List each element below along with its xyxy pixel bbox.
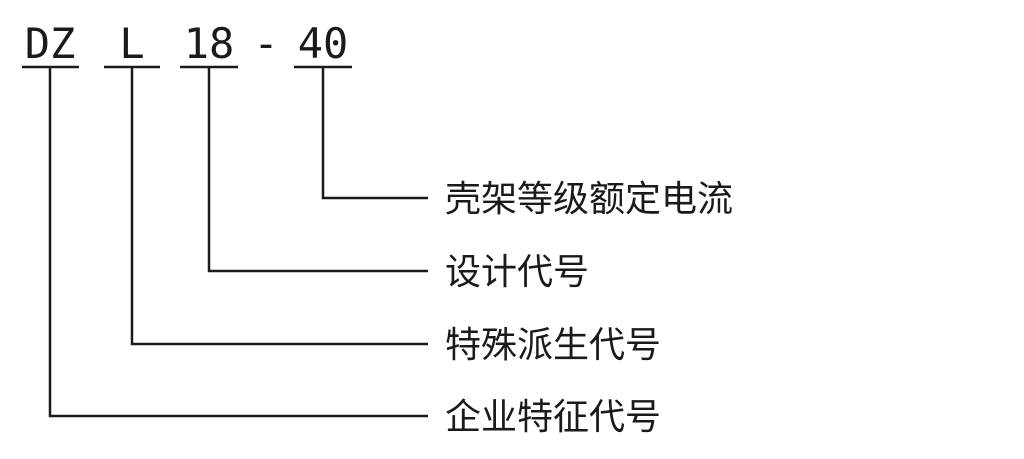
code-segment-l: L — [119, 19, 144, 68]
leader-line-l — [130, 67, 428, 346]
code-separator: - — [253, 19, 278, 68]
label-design-code: 设计代号 — [445, 252, 589, 293]
leader-line-dz — [48, 67, 428, 418]
code-segment-18: 18 — [184, 19, 235, 68]
leader-line-18 — [207, 67, 428, 273]
code-segment-40: 40 — [298, 19, 349, 68]
label-special-derived-code: 特殊派生代号 — [445, 325, 661, 366]
leader-line-40 — [321, 67, 428, 200]
code-segment-dz: DZ — [25, 19, 76, 68]
label-frame-current: 壳架等级额定电流 — [445, 179, 733, 220]
label-enterprise-code: 企业特征代号 — [445, 397, 661, 438]
